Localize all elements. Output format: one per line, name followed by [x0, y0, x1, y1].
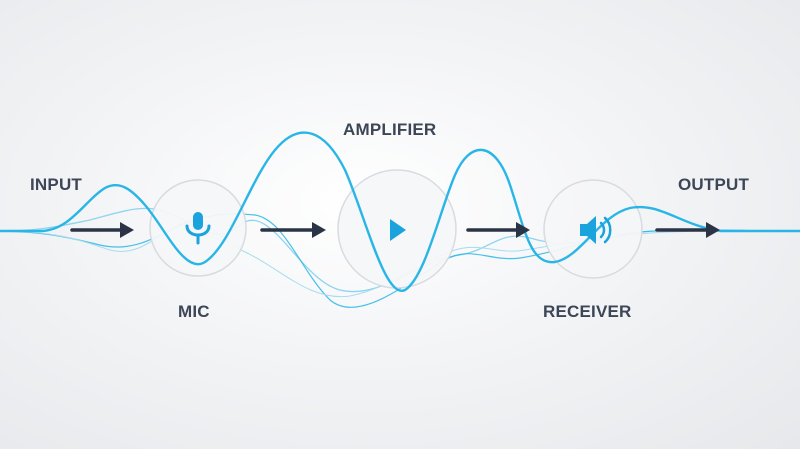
receiver-label: RECEIVER — [543, 302, 632, 321]
arrow-amplifier-to-receiver — [466, 222, 530, 238]
input-label: INPUT — [30, 175, 82, 194]
output-label: OUTPUT — [678, 175, 750, 194]
microphone-icon — [185, 212, 211, 245]
amplifier-label: AMPLIFIER — [343, 120, 437, 139]
wave-main — [0, 131, 800, 292]
arrow-input-to-mic — [70, 222, 134, 238]
arrow-receiver-to-output — [655, 222, 720, 238]
speaker-icon — [580, 216, 612, 244]
mic-label: MIC — [178, 302, 210, 321]
arrow-mic-to-amplifier — [260, 222, 326, 238]
play-icon — [390, 219, 406, 241]
